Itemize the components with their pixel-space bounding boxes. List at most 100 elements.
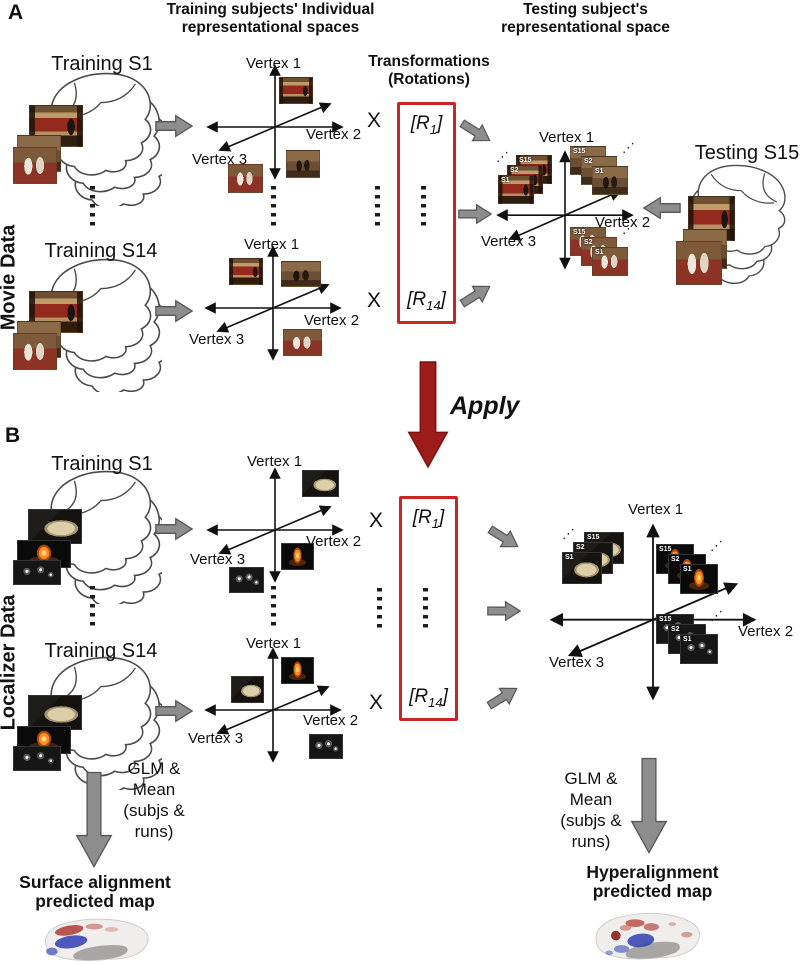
- vertex-3-label: Vertex 3: [192, 151, 248, 168]
- flow-arrow-right-a2: [155, 299, 193, 323]
- stack-frame: S1: [562, 552, 602, 584]
- surface-map-title: Surface alignment predicted map: [19, 872, 171, 911]
- vertex-2-label: Vertex 2: [303, 712, 359, 729]
- localizer-frame-fabric: [28, 695, 82, 730]
- flow-arrow-upright: [459, 285, 491, 308]
- movie-frame-wedding: [676, 241, 722, 285]
- panel-a-label: A: [8, 1, 24, 24]
- vertex-2-label: Vertex 2: [306, 126, 362, 143]
- stack-continuation-dots: ⋰: [622, 221, 636, 236]
- subject-label-b2: Training S14: [44, 640, 158, 662]
- localizer-frame-fabric: [28, 509, 82, 544]
- ellipsis-dots: [423, 588, 428, 630]
- glm-arrow-left: [75, 771, 113, 868]
- axes-a1: [206, 64, 344, 180]
- movie-frame-people: [281, 261, 321, 287]
- axes-combined-b: [549, 523, 757, 701]
- brain-outline-a2: [50, 258, 162, 392]
- brain-outline-b1: [50, 470, 162, 604]
- vertex-2-label: Vertex 2: [738, 623, 794, 640]
- stack-continuation-dots: ⋰: [622, 140, 636, 155]
- movie-frame-people: [286, 150, 320, 178]
- hyperalignment-brain-map: [595, 912, 700, 960]
- glm-mean-label-right: GLM & Mean (subjs & runs): [560, 769, 622, 851]
- vertex-3-label: Vertex 3: [189, 331, 245, 348]
- movie-frame-wedding: [13, 333, 57, 370]
- stack-continuation-dots: ⋰: [496, 149, 510, 164]
- testing-space-header: Testing subject's representational space: [468, 1, 703, 36]
- ellipsis-dots: [90, 586, 95, 628]
- hyperalignment-map-title: Hyperalignment predicted map: [586, 862, 719, 901]
- flow-arrow-right-b2: [155, 699, 193, 723]
- flow-arrow-right: [458, 203, 492, 225]
- multiply-sign: X: [369, 509, 384, 532]
- vertex-2-label: Vertex 2: [306, 533, 362, 550]
- glm-arrow-right: [630, 757, 668, 854]
- flow-arrow-downright: [487, 525, 519, 548]
- training-spaces-header-line2: representational spaces: [181, 18, 360, 36]
- stack-frame: S1: [498, 175, 534, 204]
- movie-frame-theater: [229, 258, 263, 285]
- axes-b1: [206, 467, 344, 583]
- movie-frame-wedding: [228, 164, 263, 193]
- localizer-frame-fabric: [302, 470, 339, 497]
- multiply-sign: X: [367, 109, 382, 132]
- ellipsis-dots: [421, 186, 426, 228]
- ellipsis-dots: [271, 586, 276, 628]
- rotation-r14: [R14]: [409, 686, 448, 710]
- surface-alignment-brain-map: [44, 918, 149, 961]
- movie-frame-wedding: [13, 147, 57, 184]
- vertex-3-label: Vertex 3: [190, 551, 246, 568]
- stack-continuation-dots: ⋰: [710, 608, 724, 623]
- vertex-1-label: Vertex 1: [244, 236, 300, 253]
- stack-frame: S1: [592, 247, 628, 276]
- subject-label-a1: Training S1: [51, 53, 153, 75]
- flow-arrow-right: [487, 600, 521, 622]
- movie-frame-wedding: [283, 329, 322, 356]
- testing-space-header-line1: Testing subject's: [523, 1, 648, 18]
- vertex-3-label: Vertex 3: [188, 730, 244, 747]
- transformations-header-line1: Transformations: [368, 53, 490, 70]
- localizer-frame-lights: [229, 567, 264, 593]
- transformations-header-line2: (Rotations): [388, 70, 470, 88]
- aligned-stack-wedding: ⋰ S15 S2 S1: [570, 221, 635, 279]
- vertex-1-label: Vertex 1: [628, 501, 684, 518]
- vertex-3-label: Vertex 3: [549, 654, 605, 671]
- aligned-stack-candle: ⋰ S15 S2 S1: [656, 538, 723, 594]
- aligned-stack-people: ⋰ S15 S2 S1: [570, 140, 635, 198]
- aligned-stack-lights: ⋰ S15 S2 S1: [656, 608, 723, 664]
- vertex-1-label: Vertex 1: [539, 129, 595, 146]
- rotation-r1: [R1]: [412, 507, 445, 531]
- axes-b2: [204, 647, 342, 763]
- brain-outline-a1: [50, 72, 162, 206]
- rotation-matrices-box-b: [R1] [R14]: [399, 496, 458, 721]
- vertex-1-label: Vertex 1: [246, 635, 302, 652]
- apply-arrow: [407, 361, 449, 469]
- stack-frame: S1: [592, 166, 628, 195]
- localizer-frame-lights: [309, 734, 343, 759]
- movie-frame-theater: [279, 77, 313, 104]
- rotation-matrices-box-a: [R1] [R14]: [397, 102, 456, 324]
- axes-a2: [204, 245, 342, 361]
- aligned-stack-theater: ⋰ S15 S2 S1: [496, 149, 554, 207]
- vertex-3-label: Vertex 3: [481, 233, 537, 250]
- localizer-frame-candle: [281, 543, 314, 570]
- training-spaces-header: Training subjects' Individual representa…: [148, 1, 393, 36]
- localizer-frame-lights: [13, 746, 61, 771]
- multiply-sign: X: [369, 691, 384, 714]
- ellipsis-dots: [375, 186, 380, 228]
- apply-label: Apply: [450, 392, 520, 420]
- ellipsis-dots: [271, 186, 276, 228]
- aligned-stack-fabric: ⋰ S15 S2 S1: [562, 526, 626, 586]
- stack-frame: S1: [680, 564, 718, 594]
- testing-space-header-line2: representational space: [501, 18, 670, 36]
- brain-outline-b2: [50, 656, 162, 790]
- subject-label-testing: Testing S15: [694, 142, 800, 164]
- localizer-frame-lights: [13, 560, 61, 585]
- ellipsis-dots: [90, 186, 95, 228]
- vertex-2-label: Vertex 2: [304, 312, 360, 329]
- training-spaces-header-line1: Training subjects' Individual: [166, 1, 375, 18]
- multiply-sign: X: [367, 289, 382, 312]
- rotation-r1: [R1]: [410, 113, 443, 137]
